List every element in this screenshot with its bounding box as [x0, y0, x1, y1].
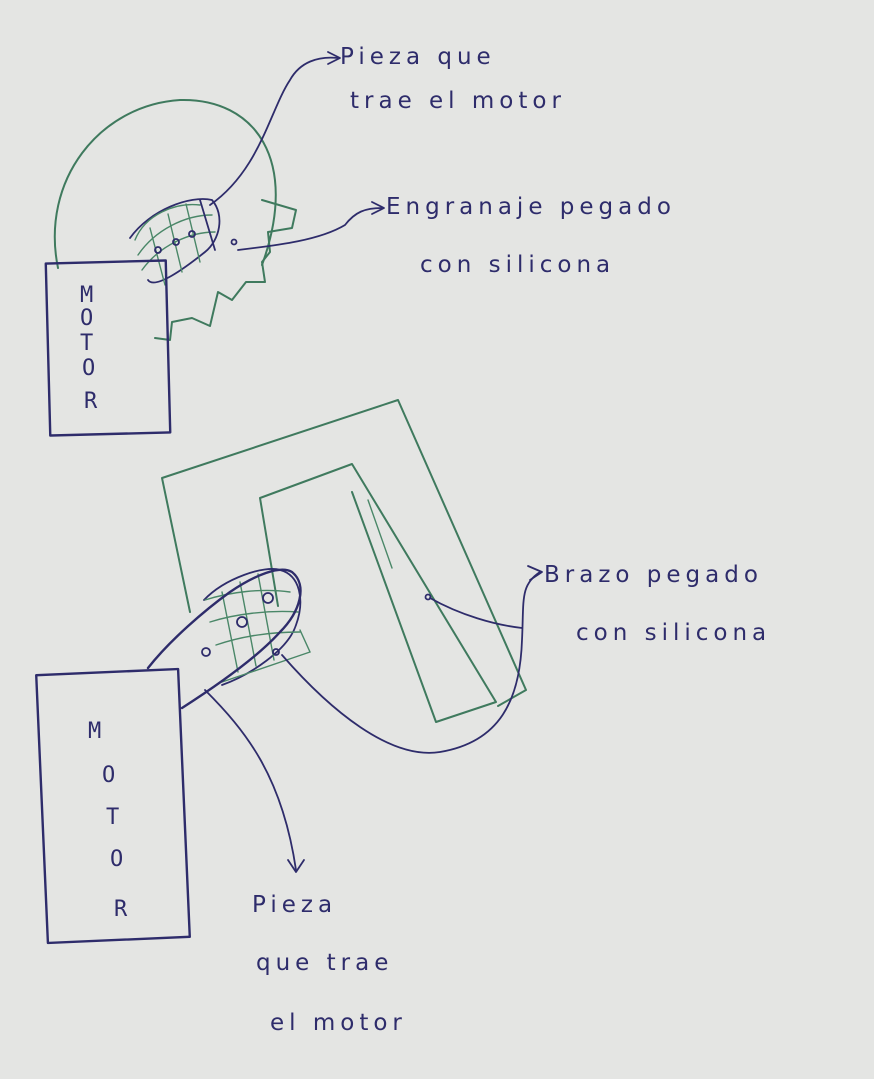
bottom-hub	[201, 568, 432, 686]
bottom-motor-box	[35, 667, 191, 945]
bottom-label-piece-line1: Pieza	[252, 892, 337, 918]
top-circle-arc	[53, 98, 277, 269]
top-label-gear-line2: con silicona	[420, 252, 615, 278]
top-label-piece-line2: trae el motor	[350, 88, 566, 114]
top-label-piece-line1: Pieza que	[340, 44, 496, 70]
top-motor-letter-o1: O	[80, 306, 93, 331]
top-motor-box	[44, 259, 172, 437]
bottom-motor-letter-r: R	[114, 897, 128, 922]
bottom-motor-letter-o2: O	[110, 847, 123, 872]
bottom-leader-arm-loop	[281, 571, 541, 754]
top-leader-gear	[237, 207, 383, 251]
top-label-gear-line1: Engranaje pegado	[386, 194, 676, 220]
bottom-label-piece-line2: que trae	[256, 950, 393, 976]
bottom-lever	[146, 568, 302, 710]
bottom-label-piece-line3: el motor	[270, 1010, 407, 1036]
top-motor-letter-t: T	[80, 331, 93, 356]
top-diagram: M O T O R Pieza que trae el motor Engran…	[44, 44, 676, 437]
bottom-arm-outer	[161, 399, 527, 707]
top-motor-letter-o2: O	[82, 356, 95, 381]
bottom-leader-arm	[429, 597, 523, 629]
bottom-leader-piece	[204, 689, 297, 871]
top-leader-piece	[209, 56, 339, 206]
top-gear-hub	[129, 198, 238, 286]
top-gear-outline	[154, 199, 297, 341]
top-motor-letter-r: R	[84, 389, 98, 414]
bottom-motor-letter-t: T	[106, 805, 119, 830]
bottom-arm-inner	[259, 463, 497, 723]
bottom-label-arm-line2: con silicona	[576, 620, 771, 646]
bottom-motor-letter-o1: O	[102, 763, 115, 788]
bottom-diagram: M O T O R Brazo pegado con silicona Piez…	[35, 399, 771, 1036]
bottom-label-arm-line1: Brazo pegado	[544, 562, 763, 588]
top-motor-letter-m: M	[80, 283, 93, 308]
bottom-motor-letter-m: M	[88, 719, 101, 744]
